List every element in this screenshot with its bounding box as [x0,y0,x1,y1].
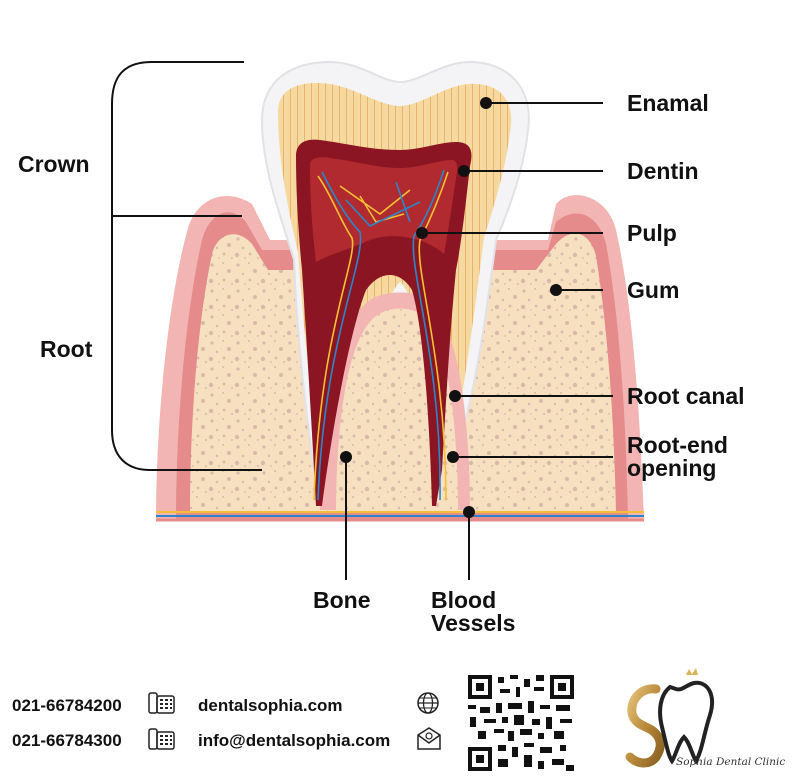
label-blood-line1: Blood [431,587,497,613]
phone-number-2: 021-66784300 [12,731,122,750]
email-link[interactable]: info@dentalsophia.com [198,731,391,750]
label-root-end-line2: opening [627,455,717,481]
phone-icon [148,728,175,750]
phone-icon [148,692,175,714]
brand-name: Sophia Dental Clinic [676,756,786,768]
label-dentin: Dentin [627,158,699,184]
label-gum: Gum [627,277,680,303]
label-bone: Bone [313,587,371,613]
label-enamal: Enamal [627,90,709,116]
label-pulp: Pulp [627,220,677,246]
label-root-end-line1: Root-end [627,432,728,458]
label-root-canal: Root canal [627,383,745,409]
label-crown: Crown [18,151,90,177]
crown-root-bracket [111,61,262,471]
nerves-and-vessels [313,169,449,501]
label-blood-line2: Vessels [431,610,516,636]
phone-number-1: 021-66784200 [12,696,122,715]
qr-code[interactable] [466,673,576,773]
tooth-anatomy-diagram [111,60,644,580]
label-root: Root [40,336,93,362]
website-link[interactable]: dentalsophia.com [198,696,343,715]
mail-icon [417,727,441,750]
globe-icon [417,692,439,714]
tooth-logo-icon [625,668,714,768]
